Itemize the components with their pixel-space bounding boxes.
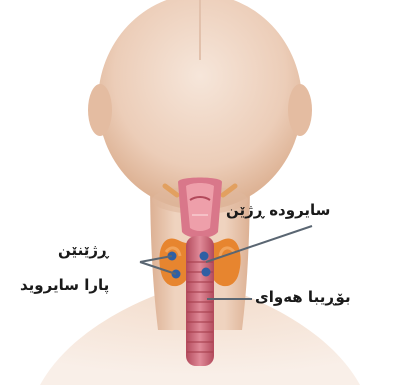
parathyroid-gland (200, 252, 209, 261)
parathyroid-label-line2: پارا سایروید (20, 276, 109, 294)
left-ear (88, 84, 112, 136)
parathyroid-gland (202, 268, 211, 277)
parathyroid-label-line1: ڕژێنێن (58, 241, 108, 259)
right-ear (288, 84, 312, 136)
thyroid-gland-label: سایرودە ڕژێن (226, 201, 330, 219)
trachea-label: بۆڕیبا هەوای (255, 288, 351, 306)
